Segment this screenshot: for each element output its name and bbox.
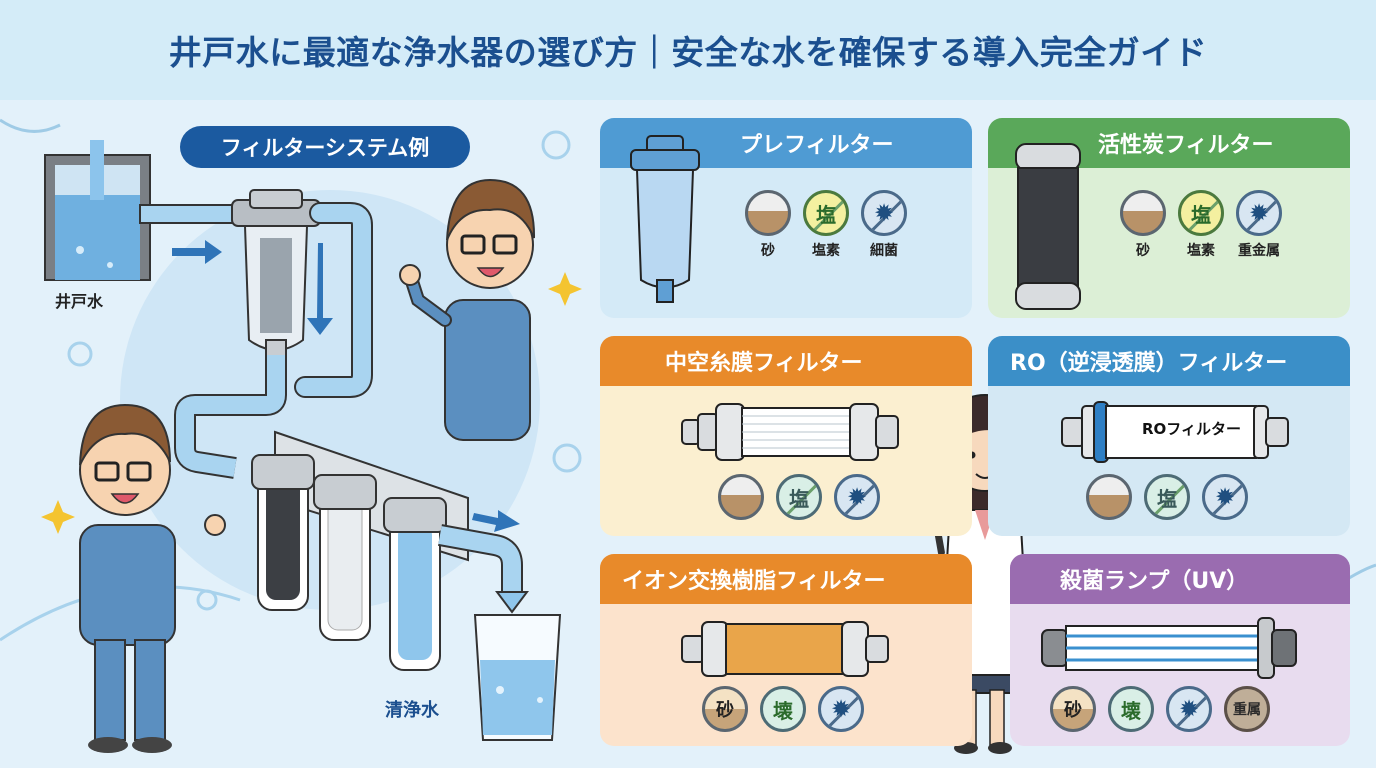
sand-icon: 砂 — [1050, 686, 1096, 732]
bacteria-icon: ✹ — [1166, 686, 1212, 732]
card-title: 中空糸膜フィルター — [665, 351, 863, 376]
worker-character-bottom — [79, 403, 226, 753]
bacteria-icon: ✹ — [861, 190, 907, 236]
sand-icon — [1120, 190, 1166, 236]
card-title: プレフィルター — [740, 133, 894, 158]
badge-sand: 砂 — [745, 190, 791, 260]
sand-icon — [745, 190, 791, 236]
sand-icon — [1086, 474, 1132, 520]
sand-icon — [718, 474, 764, 520]
prefilter-housing-icon — [231, 189, 321, 359]
bacteria-icon: ✹ — [834, 474, 880, 520]
well-water-label: 井戸水 — [55, 292, 104, 311]
card-title: 殺菌ランプ（UV） — [1060, 569, 1249, 594]
badge-heavy-metal: ✹ 重金属 — [1236, 190, 1282, 260]
card-title: RO（逆浸透膜）フィルター — [1010, 351, 1288, 376]
bacteria-icon: ✹ — [818, 686, 864, 732]
sparkle-icon — [41, 500, 75, 534]
card-activated-carbon: 活性炭フィルター 砂 塩 塩素 ✹ 重金属 — [988, 118, 1350, 318]
sand-icon: 砂 — [702, 686, 748, 732]
sparkle-icon — [548, 272, 582, 306]
ro-cartridge-icon — [1061, 401, 1289, 463]
uv-lamp-icon — [1041, 617, 1297, 679]
badge-chlorine: 塩 塩素 — [803, 190, 849, 260]
ro-cartridge-label: ROフィルター — [1142, 420, 1242, 438]
clean-water-label: 清浄水 — [385, 700, 439, 721]
card-ion-exchange: イオン交換樹脂フィルター 砂 壊 ✹ — [600, 554, 972, 746]
header-banner: 井戸水に最適な浄水器の選び方｜安全な水を確保する導入完全ガイド — [0, 0, 1376, 100]
chlorine-icon: 壊 — [760, 686, 806, 732]
badge-chlorine: 塩 塩素 — [1178, 190, 1224, 260]
heavy-metal-icon: 重属 — [1224, 686, 1270, 732]
chlorine-icon: 塩 — [1144, 474, 1190, 520]
card-title: 活性炭フィルター — [1098, 133, 1274, 158]
three-stage-filter-icon — [251, 430, 469, 671]
chlorine-icon: 塩 — [776, 474, 822, 520]
badge-sand: 砂 — [1120, 190, 1166, 260]
hollow-fiber-cartridge-icon — [681, 403, 899, 461]
filter-system-label: フィルターシステム例 — [180, 126, 470, 168]
card-ro-membrane: RO（逆浸透膜）フィルター ROフィルター 塩 ✹ — [988, 336, 1350, 536]
chlorine-icon: 塩 — [1178, 190, 1224, 236]
chlorine-icon: 塩 — [803, 190, 849, 236]
bacteria-icon: ✹ — [1236, 190, 1282, 236]
page-title: 井戸水に最適な浄水器の選び方｜安全な水を確保する導入完全ガイド — [168, 33, 1208, 72]
card-uv-lamp: 殺菌ランプ（UV） 砂 壊 ✹ 重属 — [1010, 554, 1350, 746]
card-hollow-fiber: 中空糸膜フィルター 塩 ✹ — [600, 336, 972, 536]
prefilter-cartridge-icon — [630, 135, 700, 303]
ion-exchange-cartridge-icon — [681, 621, 889, 677]
bacteria-icon: ✹ — [1202, 474, 1248, 520]
card-prefilter: プレフィルター 砂 塩 塩素 ✹ 細菌 — [600, 118, 972, 318]
badge-bacteria: ✹ 細菌 — [861, 190, 907, 260]
chlorine-icon: 壊 — [1108, 686, 1154, 732]
well-tank-icon — [44, 140, 151, 281]
card-title: イオン交換樹脂フィルター — [622, 569, 886, 594]
worker-character-top — [399, 178, 536, 441]
flow-arrow-icon — [172, 240, 222, 264]
water-glass-icon — [473, 614, 562, 741]
carbon-cartridge-icon — [1015, 143, 1081, 310]
